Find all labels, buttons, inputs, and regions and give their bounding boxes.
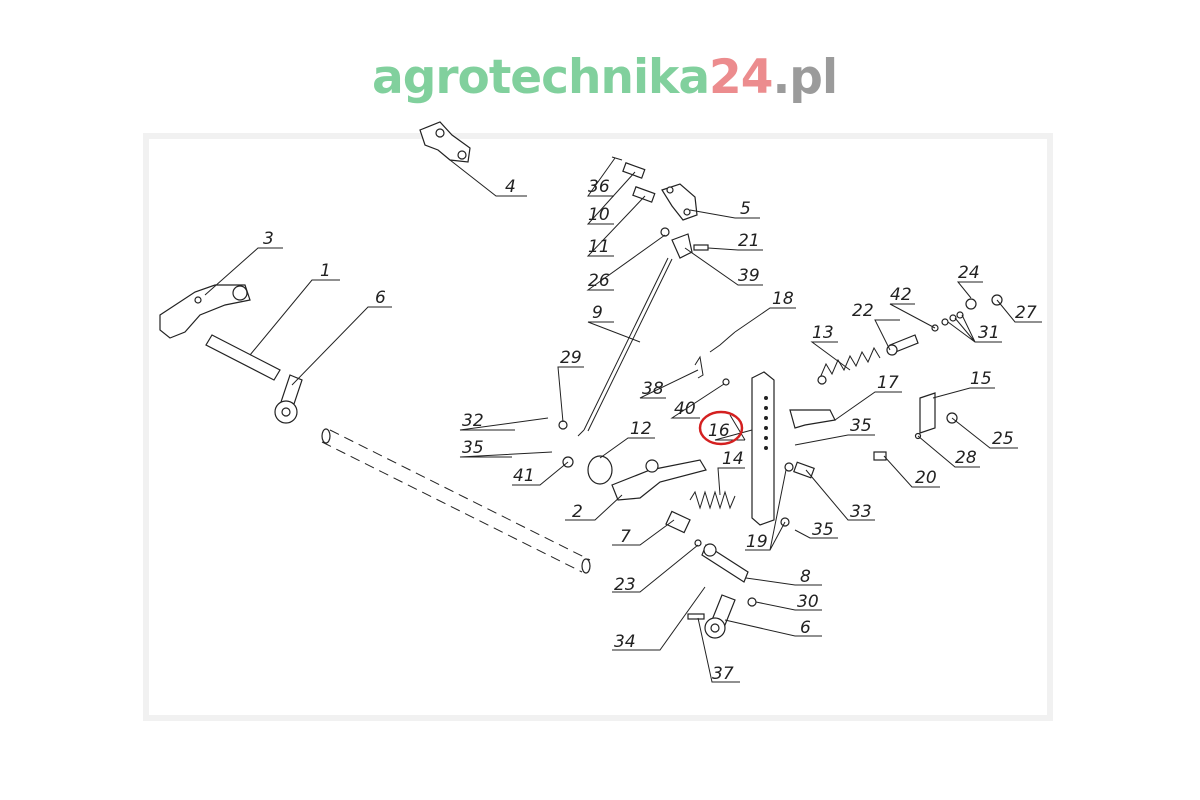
callout-38: 38 <box>642 379 664 399</box>
part-4-bracket <box>419 121 471 163</box>
callout-24: 24 <box>958 263 980 283</box>
part-21-bolt <box>693 244 709 251</box>
part-30-washer <box>747 597 757 607</box>
callout-31: 31 <box>978 323 1000 343</box>
callout-15: 15 <box>970 369 992 389</box>
part-8-arm <box>701 543 749 583</box>
watermark-part3: .pl <box>772 50 838 105</box>
callout-16: 16 <box>708 421 730 441</box>
part-36-pin <box>611 156 623 161</box>
callout-21: 21 <box>738 231 760 251</box>
part-17-bracket <box>789 409 836 429</box>
callout-23: 23 <box>614 575 636 595</box>
callout-20: 20 <box>915 468 937 488</box>
callout-41: 41 <box>513 466 535 486</box>
callout-29: 29 <box>560 348 582 368</box>
callout-39: 39 <box>738 266 760 286</box>
part-long-shaft-dashed <box>321 428 591 574</box>
part-12-bushing <box>587 455 613 485</box>
callout-labels: 4 36 10 11 5 21 26 39 3 1 6 9 18 22 13 4… <box>263 177 1037 684</box>
part-26-nut <box>660 227 670 237</box>
part-40-nut <box>722 378 730 386</box>
part-20-bolt <box>873 451 887 461</box>
callout-11: 11 <box>588 237 610 257</box>
callout-27: 27 <box>1015 303 1037 323</box>
watermark-logo: agrotechnika24.pl <box>372 50 838 105</box>
callout-17: 17 <box>877 373 899 393</box>
callout-3: 3 <box>263 229 274 249</box>
part-23-washer <box>694 539 702 547</box>
watermark-part1: agrotechnika <box>372 50 710 105</box>
callout-28: 28 <box>955 448 977 468</box>
part-7-pin <box>665 510 691 534</box>
callout-32: 32 <box>462 411 484 431</box>
leader-lines <box>204 157 1042 683</box>
callout-7: 7 <box>620 527 631 547</box>
callout-4: 4 <box>505 177 516 197</box>
callout-34: 34 <box>614 632 636 652</box>
callout-5: 5 <box>740 199 751 219</box>
callout-33: 33 <box>850 502 872 522</box>
part-5-bracket <box>661 183 698 221</box>
callout-1: 1 <box>320 261 331 281</box>
part-22-eyebolt <box>886 334 919 356</box>
callout-25: 25 <box>992 429 1014 449</box>
callout-12: 12 <box>630 419 652 439</box>
callout-35-c: 35 <box>812 520 834 540</box>
callout-18: 18 <box>772 289 794 309</box>
part-24-nut <box>965 298 977 310</box>
part-38-clip <box>694 355 704 379</box>
part-3-lever <box>159 284 251 339</box>
callout-36: 36 <box>588 177 610 197</box>
callout-37: 37 <box>712 664 734 684</box>
callout-13: 13 <box>812 323 834 343</box>
watermark-part2: 24 <box>709 50 773 105</box>
part-33-pin <box>784 461 815 479</box>
part-16-bar <box>751 371 775 526</box>
part-11-pin <box>632 186 656 203</box>
callout-10: 10 <box>588 205 610 225</box>
callout-19: 19 <box>746 532 768 552</box>
callout-26: 26 <box>588 271 610 291</box>
callout-35-a: 35 <box>850 416 872 436</box>
part-1-shaft <box>205 334 281 381</box>
callout-35-b: 35 <box>462 438 484 458</box>
callout-8: 8 <box>800 567 811 587</box>
diagram-frame <box>143 133 1053 721</box>
part-18-wire <box>709 331 736 353</box>
part-15-plate <box>919 392 936 434</box>
callout-30: 30 <box>797 592 819 612</box>
callout-14: 14 <box>722 449 744 469</box>
part-6-arm-upper <box>274 374 303 424</box>
part-2-lever <box>611 459 707 501</box>
callout-42: 42 <box>890 285 912 305</box>
part-9-rod <box>577 257 673 437</box>
part-13-spring <box>817 346 881 385</box>
callout-40: 40 <box>674 399 696 419</box>
part-14-spring <box>689 490 736 510</box>
callout-6-b: 6 <box>800 618 811 638</box>
part-37-bolt <box>687 613 705 620</box>
part-10-pin <box>622 162 646 179</box>
callout-22: 22 <box>852 301 874 321</box>
part-39-clevis <box>671 233 693 259</box>
callout-6: 6 <box>375 288 386 308</box>
callout-9: 9 <box>592 303 603 323</box>
part-29-washer <box>558 420 568 430</box>
part-6-arm-lower <box>704 594 736 639</box>
callout-2: 2 <box>572 502 583 522</box>
highlight-circle-16 <box>698 410 744 446</box>
